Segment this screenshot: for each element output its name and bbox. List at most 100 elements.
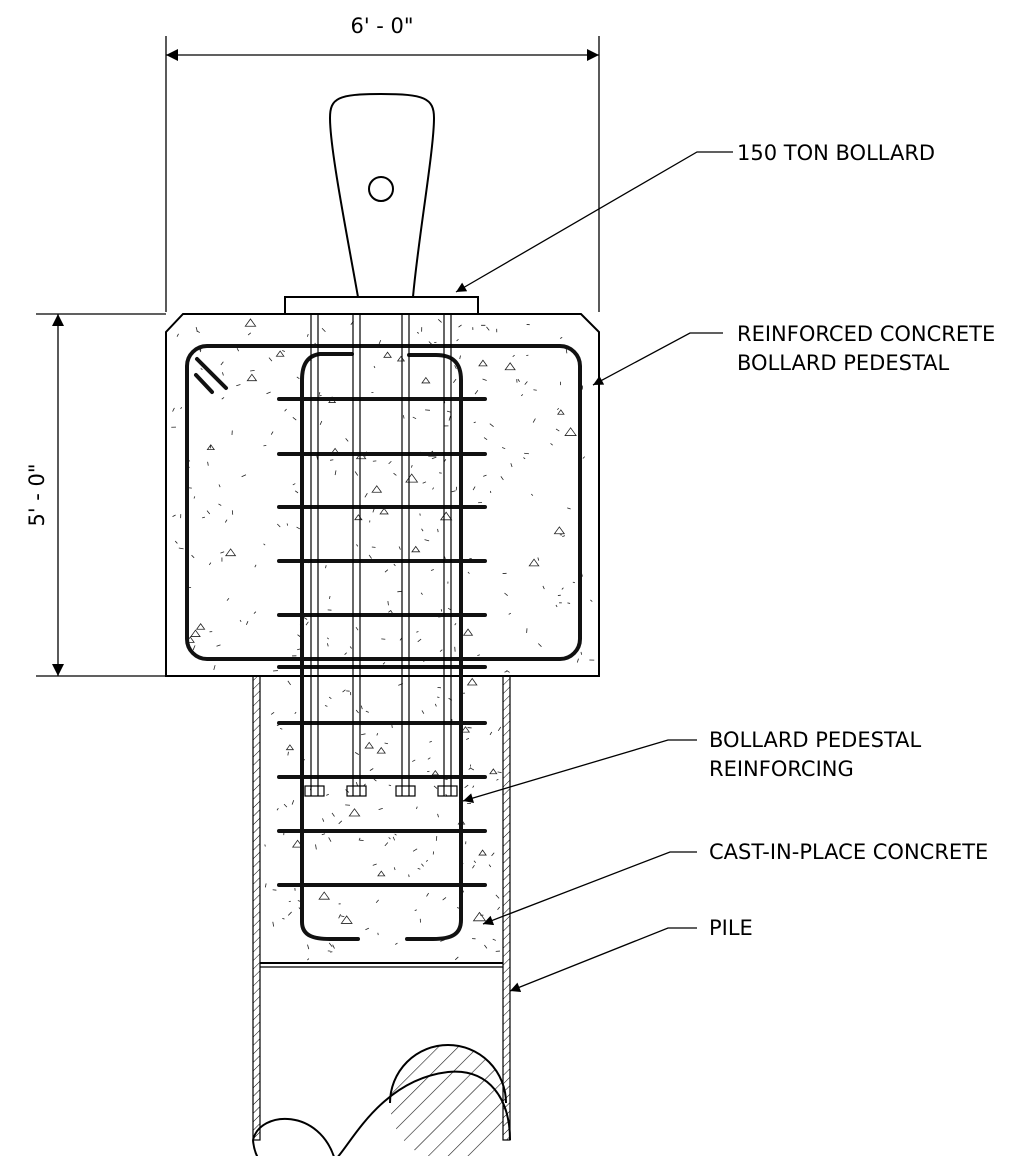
speckle-mark — [454, 623, 457, 626]
speckle-mark — [559, 337, 563, 339]
speckle-mark — [375, 899, 379, 903]
speckle-mark — [325, 565, 327, 569]
speckle-mark — [416, 631, 419, 633]
speckle-mark — [270, 431, 274, 435]
speckle-mark — [326, 793, 329, 796]
speckle-mark — [334, 470, 337, 476]
speckle-mark — [247, 332, 252, 336]
speckle-mark — [355, 709, 359, 714]
speckle-mark — [437, 813, 439, 818]
aggregate-mark — [466, 677, 478, 686]
speckle-mark — [416, 806, 418, 810]
callout-pedestal: REINFORCED CONCRETE BOLLARD PEDESTAL — [592, 322, 995, 386]
aggregate-mark — [318, 891, 331, 900]
speckle-mark — [305, 621, 309, 626]
aggregate-mark — [472, 911, 487, 922]
speckle-mark — [328, 696, 332, 699]
aggregate-mark — [246, 373, 258, 382]
aggregate-mark — [462, 628, 474, 636]
speckle-mark — [272, 921, 275, 927]
speckle-mark — [213, 665, 216, 671]
aggregate-mark — [478, 849, 487, 856]
callout-bollard: 150 TON BOLLARD — [455, 141, 935, 293]
speckle-mark — [403, 415, 405, 419]
concrete-texture — [171, 318, 595, 961]
speckle-mark — [414, 909, 417, 911]
speckle-mark — [200, 368, 203, 370]
label-pile: PILE — [709, 916, 753, 940]
speckle-mark — [268, 357, 273, 362]
aggregate-mark — [556, 409, 565, 415]
speckle-mark — [508, 612, 512, 615]
speckle-mark — [437, 696, 440, 698]
speckle-mark — [572, 581, 576, 584]
speckle-mark — [492, 938, 496, 941]
speckle-mark — [172, 407, 175, 412]
speckle-mark — [504, 670, 508, 673]
speckle-mark — [567, 602, 571, 604]
speckle-mark — [483, 437, 488, 441]
speckle-mark — [384, 742, 389, 745]
label-reinforcing-line2: REINFORCING — [709, 757, 854, 781]
speckle-mark — [531, 493, 534, 496]
speckle-mark — [567, 507, 571, 510]
speckle-mark — [287, 911, 292, 916]
speckle-mark — [491, 852, 495, 857]
speckle-mark — [318, 395, 322, 397]
speckle-mark — [412, 759, 416, 762]
speckle-mark — [582, 456, 586, 459]
speckle-mark — [416, 332, 420, 334]
speckle-mark — [345, 438, 349, 442]
speckle-mark — [388, 460, 392, 465]
speckle-mark — [319, 420, 323, 425]
speckle-mark — [410, 465, 413, 468]
speckle-mark — [296, 376, 300, 380]
speckle-mark — [538, 643, 542, 647]
speckle-mark — [193, 496, 196, 499]
speckle-mark — [421, 710, 425, 714]
speckle-mark — [365, 927, 370, 931]
speckle-mark — [218, 503, 222, 506]
speckle-mark — [192, 645, 196, 651]
speckle-mark — [384, 842, 389, 847]
speckle-mark — [486, 326, 490, 331]
speckle-mark — [472, 486, 476, 491]
speckle-mark — [421, 863, 424, 867]
speckle-mark — [241, 474, 247, 478]
speckle-mark — [358, 837, 361, 841]
speckle-mark — [506, 670, 510, 673]
aggregate-mark — [489, 768, 498, 775]
aggregate-mark — [206, 444, 216, 451]
aggregate-mark — [195, 623, 206, 630]
speckle-mark — [417, 867, 421, 870]
speckle-mark — [368, 554, 372, 559]
speckle-mark — [504, 592, 508, 596]
speckle-mark — [393, 563, 396, 567]
speckle-mark — [524, 381, 528, 385]
speckle-mark — [321, 327, 326, 333]
speckle-mark — [446, 410, 451, 413]
speckle-mark — [253, 611, 257, 614]
speckle-mark — [222, 372, 224, 376]
speckle-mark — [442, 897, 447, 901]
aggregate-mark — [564, 427, 577, 436]
speckle-mark — [263, 444, 267, 447]
speckle-mark — [202, 516, 206, 519]
speckle-mark — [456, 338, 459, 342]
speckle-mark — [488, 864, 492, 868]
speckle-mark — [365, 710, 369, 713]
speckle-mark — [178, 547, 184, 550]
speckle-mark — [270, 712, 275, 715]
speckle-mark — [221, 397, 225, 400]
speckle-mark — [220, 551, 225, 554]
speckle-mark — [297, 634, 301, 637]
speckle-mark — [180, 406, 182, 410]
speckle-mark — [369, 768, 374, 771]
speckle-mark — [393, 867, 396, 871]
speckle-mark — [562, 535, 566, 538]
speckle-mark — [254, 564, 257, 568]
speckle-mark — [282, 918, 285, 920]
speckle-mark — [434, 703, 437, 707]
speckle-mark — [236, 347, 240, 352]
speckle-mark — [420, 592, 423, 595]
